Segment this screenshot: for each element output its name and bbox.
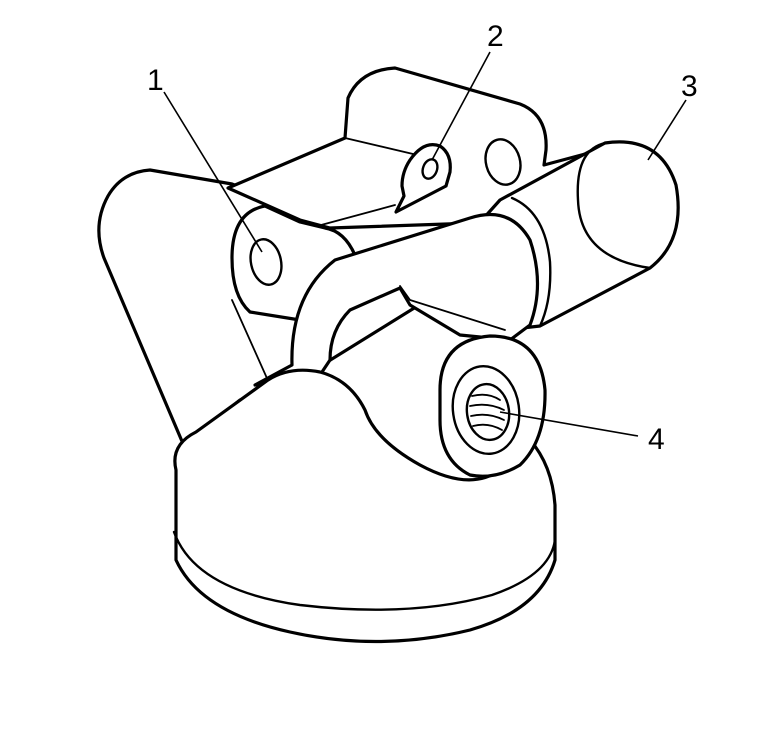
- callout-label-4: 4: [648, 423, 665, 456]
- callout-label-2: 2: [487, 20, 504, 53]
- central-body: [253, 212, 540, 387]
- threaded-port: [465, 382, 511, 442]
- body-ridge-line: [399, 285, 506, 331]
- leader-line-1: [163, 91, 263, 253]
- leader-line-4: [499, 411, 639, 437]
- threaded-port-face: [451, 364, 521, 456]
- leader-line-2: [431, 51, 491, 161]
- bolt-hole-left: [249, 238, 283, 286]
- sensor-tab-hole: [421, 158, 439, 180]
- bracket-hole-right: [484, 138, 522, 186]
- filter-base-rim-top: [172, 530, 557, 611]
- callout-label-1: 1: [147, 64, 164, 97]
- outlet-boss-shoulder: [510, 196, 552, 328]
- outlet-boss-end-ring: [576, 141, 652, 270]
- body-left-edge: [231, 299, 271, 386]
- callout-label-3: 3: [681, 70, 698, 103]
- thread-lines: [469, 393, 505, 431]
- leader-line-3: [647, 99, 687, 161]
